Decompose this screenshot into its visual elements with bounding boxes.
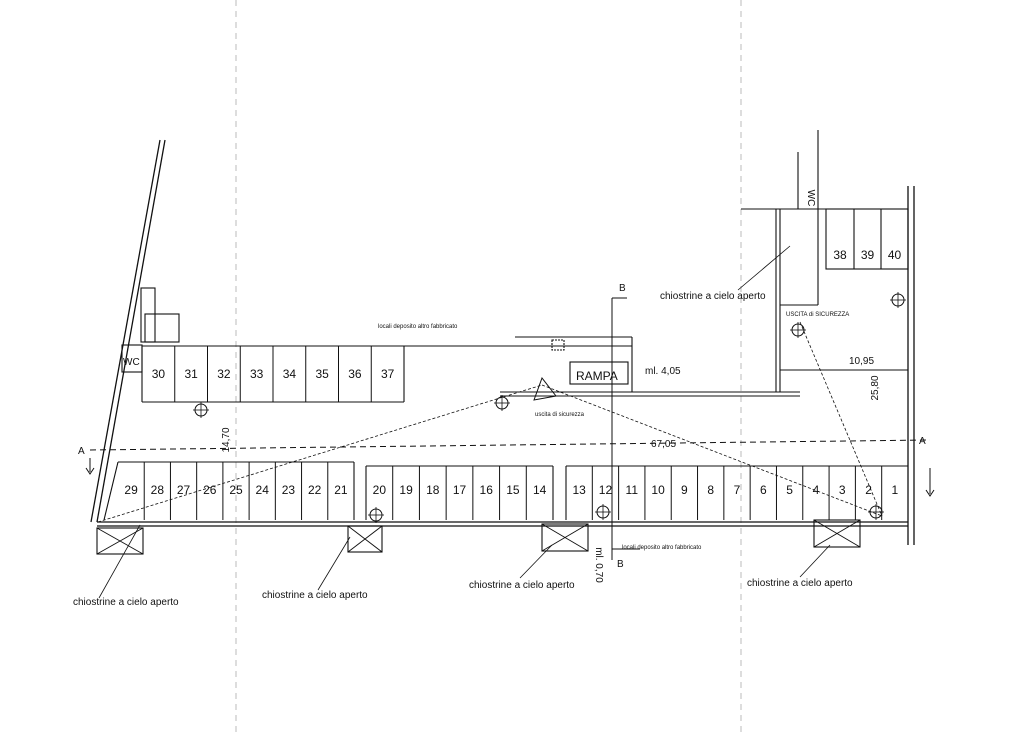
parking-space-33: 33 [250, 367, 264, 381]
parking-space-40: 40 [888, 248, 902, 262]
parking-space-14: 14 [533, 483, 547, 497]
section-a-left: A [78, 446, 85, 457]
parking-space-17: 17 [453, 483, 467, 497]
dimension-14-70: 14,70 [221, 427, 232, 452]
section-a-right: A [919, 436, 926, 447]
parking-space-32: 32 [217, 367, 231, 381]
parking-space-9: 9 [681, 483, 688, 497]
arrow-down-icon [925, 468, 935, 497]
column-symbols [193, 292, 906, 523]
parking-space-3: 3 [839, 483, 846, 497]
parking-space-36: 36 [348, 367, 362, 381]
parking-space-38: 38 [833, 248, 847, 262]
chiostrina-label-top: chiostrine a cielo aperto [660, 291, 766, 302]
uscita-label-right: USCITA di SICUREZZA [786, 312, 849, 318]
parking-space-1: 1 [892, 483, 899, 497]
parking-space-10: 10 [651, 483, 665, 497]
parking-space-18: 18 [426, 483, 440, 497]
dimension-67-05: 67,05 [651, 439, 676, 450]
chiostrina-label-3: chiostrine a cielo aperto [469, 580, 575, 591]
parking-space-2: 2 [865, 483, 872, 497]
parking-space-25: 25 [229, 483, 243, 497]
chiostrina-label-1: chiostrine a cielo aperto [73, 597, 179, 608]
parking-space-24: 24 [256, 483, 270, 497]
courtyard-cross [96, 527, 144, 555]
dimension-10-95: 10,95 [849, 356, 874, 367]
section-b-top: B [619, 283, 626, 294]
uscita-label-left: uscita di sicurezza [535, 412, 585, 418]
parking-space-7: 7 [734, 483, 741, 497]
chiostrina-label-2: chiostrine a cielo aperto [262, 590, 368, 601]
parking-space-37: 37 [381, 367, 395, 381]
parking-space-34: 34 [283, 367, 297, 381]
parking-space-28: 28 [151, 483, 165, 497]
wc-label-left: WC [123, 357, 140, 368]
parking-space-19: 19 [399, 483, 413, 497]
courtyard-box [541, 523, 589, 552]
section-line-b [611, 297, 640, 560]
arrow-down-icon [85, 458, 95, 475]
dimension-25-80: 25,80 [870, 375, 881, 400]
section-arrows [85, 376, 935, 497]
parking-space-11: 11 [626, 483, 639, 497]
parking-space-5: 5 [786, 483, 793, 497]
courtyard-cross [813, 519, 861, 548]
parking-space-31: 31 [184, 367, 198, 381]
parking-space-29: 29 [124, 483, 138, 497]
parking-space-15: 15 [506, 483, 520, 497]
rampa-label: RAMPA [576, 369, 618, 383]
scan-guide-lines [235, 0, 742, 735]
parking-space-26: 26 [203, 483, 217, 497]
chiostrina-label-4: chiostrine a cielo aperto [747, 578, 853, 589]
section-b-bottom: B [617, 559, 624, 570]
parking-space-27: 27 [177, 483, 191, 497]
parking-space-12: 12 [599, 483, 613, 497]
note-altro-fabbricato-top: locali deposito altro fabbricato [378, 324, 458, 330]
parking-space-4: 4 [813, 483, 820, 497]
parking-space-20: 20 [373, 483, 387, 497]
right-parking-row: 38 39 40 [833, 248, 901, 262]
dimension-0-70: ml. 0,70 [593, 547, 604, 583]
parking-space-35: 35 [315, 367, 329, 381]
dimension-4-05: ml. 4,05 [645, 366, 681, 377]
parking-space-16: 16 [480, 483, 494, 497]
courtyard-cross [541, 523, 589, 552]
top-left-rooms [121, 287, 180, 373]
right-block [741, 130, 909, 392]
open-courtyards [96, 519, 861, 555]
dimension-diagonals [97, 321, 883, 523]
courtyard-cross [347, 525, 383, 553]
parking-space-21: 21 [334, 483, 348, 497]
plan-labels: WC WC RAMPA ml. 4,05 10,95 25,80 67,05 14,70 ml.… [73, 190, 926, 608]
top-parking-row: 30 31 32 33 34 35 36 37 [152, 346, 405, 402]
section-line-a [89, 439, 931, 451]
wc-label-right: WC [805, 190, 816, 207]
parking-space-13: 13 [572, 483, 586, 497]
courtyard-box [813, 519, 861, 548]
parking-space-30: 30 [152, 367, 166, 381]
exit-triangle-icon [533, 376, 557, 401]
courtyard-box [347, 525, 383, 553]
parking-space-39: 39 [861, 248, 875, 262]
parking-space-6: 6 [760, 483, 767, 497]
parking-space-22: 22 [308, 483, 322, 497]
parking-space-8: 8 [707, 483, 714, 497]
parking-space-23: 23 [282, 483, 296, 497]
note-altro-fabbricato-bottom: locali deposito altro fabbricato [622, 545, 702, 551]
arrow-lines [98, 245, 908, 599]
courtyard-box [96, 527, 144, 555]
